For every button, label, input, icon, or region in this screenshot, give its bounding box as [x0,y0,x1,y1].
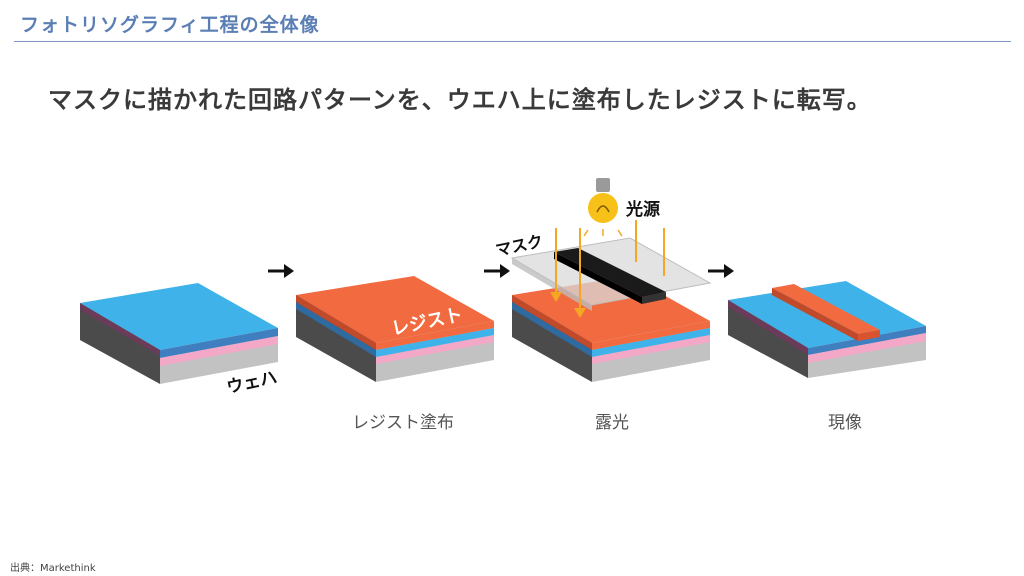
caption-exposure: 露光 [595,413,629,433]
resist-coated-block [296,276,494,382]
light-rays [550,220,665,318]
lead-text: マスクに描かれた回路パターンを、ウエハ上に塗布したレジストに転写。 [48,86,872,114]
arrow-right-icon [484,264,510,278]
source-credit: 出典：Markethink [10,563,96,574]
arrow-right-icon [708,264,734,278]
wafer-label: ウェハ [225,368,279,398]
developed-block [728,281,926,378]
lightbulb-icon [583,178,623,237]
page-title: フォトリソグラフィ工程の全体像 [20,14,320,36]
caption-development: 現像 [828,413,862,433]
caption-resist-coating: レジスト塗布 [352,413,454,433]
wafer-block [80,283,278,384]
arrow-right-icon [268,264,294,278]
mask-plate [510,237,712,311]
title-divider [14,41,1011,42]
light-source-label: 光源 [625,199,660,220]
